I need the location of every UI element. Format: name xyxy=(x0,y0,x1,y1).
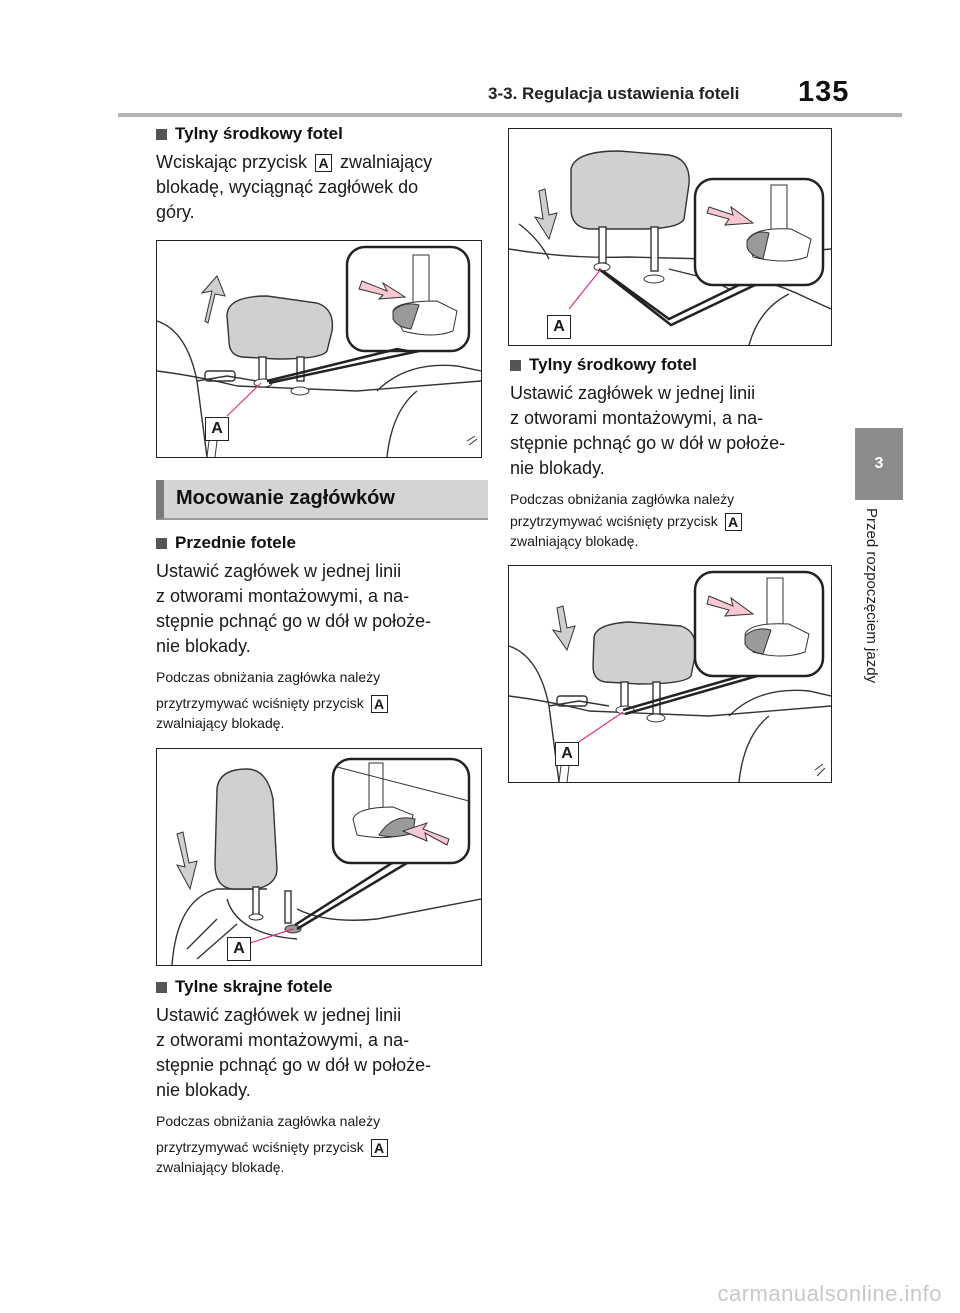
note-text: Podczas obniżania zagłówka należy przytr… xyxy=(156,1111,486,1177)
instruction-text: Ustawić zagłówek w jednej linii z otwora… xyxy=(156,561,432,656)
release-button-label: A xyxy=(724,513,742,532)
header-divider xyxy=(118,113,902,117)
instruction-text: Wciskając przycisk A zwalniający blokadę… xyxy=(156,152,433,222)
section-heading-bar: Mocowanie zagłówków xyxy=(156,480,488,520)
button-a-callout: A xyxy=(227,937,251,961)
release-button-label: A xyxy=(315,154,333,173)
instruction-text: Ustawić zagłówek w jednej linii z otwora… xyxy=(510,383,786,478)
button-a-callout: A xyxy=(547,315,571,339)
page-number: 135 xyxy=(798,76,850,108)
subheading: Przednie fotele xyxy=(156,533,486,553)
section-header: 3-3. Regulacja ustawienia foteli xyxy=(488,84,740,103)
subheading: Tylny środkowy fotel xyxy=(156,124,486,144)
subheading: Tylny środkowy fotel xyxy=(510,355,840,375)
square-bullet-icon xyxy=(510,359,521,371)
subheading: Tylne skrajne fotele xyxy=(156,977,486,997)
button-a-callout: A xyxy=(555,742,579,766)
rear-outer-seat-illustration: A xyxy=(508,128,832,346)
square-bullet-icon xyxy=(156,981,167,993)
headrest-removal-illustration: A xyxy=(156,240,482,458)
install-rear-center-seat: Tylny środkowy fotel Ustawić zagłówek w … xyxy=(510,355,840,551)
note-text: Podczas obniżania zagłówka należy przytr… xyxy=(510,489,840,551)
front-seat-illustration: A xyxy=(156,748,482,966)
install-rear-outer-seats: Tylne skrajne fotele Ustawić zagłówek w … xyxy=(156,977,486,1177)
rear-center-seat-illustration: A xyxy=(508,565,832,783)
button-a-callout: A xyxy=(205,417,229,441)
release-button-label: A xyxy=(370,695,388,714)
chapter-label: Przed rozpoczęciem jazdy xyxy=(863,508,880,684)
chapter-tab[interactable]: 3 xyxy=(855,428,903,500)
release-button-label: A xyxy=(370,1139,388,1158)
removal-rear-center: Tylny środkowy fotel Wciskając przycisk … xyxy=(156,124,486,225)
note-text: Podczas obniżania zagłówka należy przytr… xyxy=(156,667,486,733)
watermark: carmanualsonline.info xyxy=(717,1281,942,1306)
square-bullet-icon xyxy=(156,128,167,140)
install-front-seats: Przednie fotele Ustawić zagłówek w jedne… xyxy=(156,533,486,733)
instruction-text: Ustawić zagłówek w jednej linii z otwora… xyxy=(156,1005,432,1100)
square-bullet-icon xyxy=(156,537,167,549)
